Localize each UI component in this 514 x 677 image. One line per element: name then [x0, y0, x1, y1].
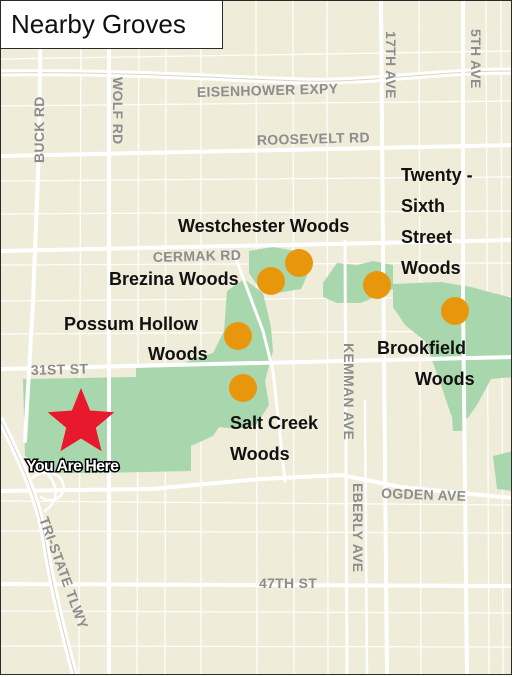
- label-twenty-sixth-2: Sixth: [401, 196, 445, 216]
- label-twenty-sixth-4: Woods: [401, 258, 461, 278]
- preserve-brookfield: [393, 282, 511, 419]
- you-are-here-label: You Are Here: [26, 458, 119, 475]
- label-wolf-rd: WOLF RD: [110, 77, 126, 144]
- road-17th: [379, 1, 389, 674]
- road-kemman: [343, 239, 349, 674]
- label-cermak: CERMAK RD: [153, 247, 242, 265]
- label-31st: 31ST ST: [31, 360, 89, 377]
- marker-westchester[interactable]: [285, 249, 313, 277]
- label-brezina-woods: Brezina Woods: [109, 269, 239, 289]
- label-possum-hollow-2: Woods: [148, 344, 208, 364]
- marker-twenty-sixth[interactable]: [363, 271, 391, 299]
- interchange-loop-2: [43, 469, 57, 513]
- label-roosevelt: ROOSEVELT RD: [257, 129, 370, 148]
- label-kemman: KEMMAN AVE: [341, 343, 357, 440]
- road-eberly: [363, 399, 369, 674]
- label-17th-ave: 17TH AVE: [383, 31, 399, 99]
- road-47th: [1, 582, 511, 588]
- label-brookfield-1: Brookfield: [377, 338, 466, 358]
- label-salt-creek-1: Salt Creek: [230, 413, 319, 433]
- marker-brezina[interactable]: [257, 267, 285, 295]
- marker-possum-hollow[interactable]: [224, 322, 252, 350]
- map-title: Nearby Groves: [1, 1, 223, 49]
- label-eisenhower: EISENHOWER EXPY: [197, 80, 339, 100]
- label-twenty-sixth-3: Street: [401, 227, 452, 247]
- label-eberly: EBERLY AVE: [350, 483, 366, 572]
- road-roosevelt: [1, 143, 511, 158]
- grove-markers: [224, 249, 469, 402]
- road-ogden: [1, 473, 511, 500]
- preserve-fifth-strip: [449, 371, 465, 431]
- label-westchester-woods: Westchester Woods: [178, 216, 349, 236]
- label-5th-ave: 5TH AVE: [468, 29, 484, 89]
- marker-brookfield[interactable]: [441, 297, 469, 325]
- interchange-loop-1: [29, 471, 65, 502]
- label-possum-hollow-1: Possum Hollow: [64, 314, 199, 334]
- road-eisenhower-inner: [1, 70, 511, 82]
- road-31st: [1, 355, 511, 371]
- road-tristate-inner: [1, 420, 75, 674]
- label-ogden: OGDEN AVE: [381, 485, 467, 504]
- road-county-line: [231, 249, 287, 483]
- road-cermak: [1, 238, 511, 253]
- label-47th: 47TH ST: [259, 575, 317, 591]
- preserve-ogden-east: [493, 451, 511, 491]
- road-buck: [23, 1, 43, 443]
- label-buck-rd: BUCK RD: [31, 96, 47, 163]
- label-brookfield-2: Woods: [415, 369, 475, 389]
- label-twenty-sixth-1: Twenty -: [401, 165, 473, 185]
- label-salt-creek-2: Woods: [230, 444, 290, 464]
- you-are-here-star-icon: [47, 388, 115, 452]
- marker-salt-creek[interactable]: [229, 374, 257, 402]
